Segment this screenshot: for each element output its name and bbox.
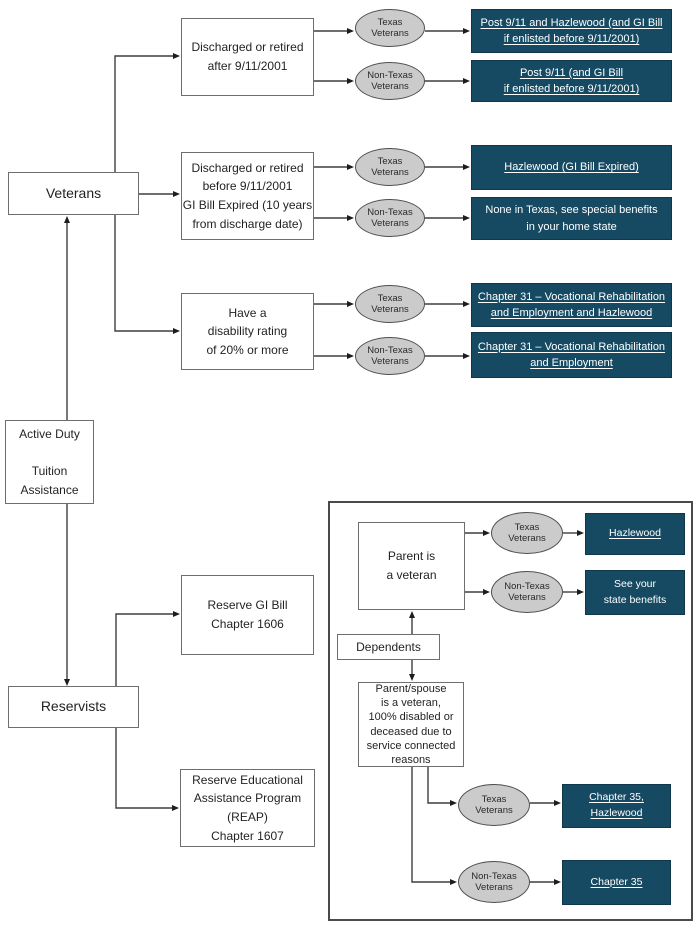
non-texas-veterans-oval: Non-Texas Veterans <box>355 199 425 237</box>
parent-is-veteran-box: Parent is a veteran <box>358 522 465 610</box>
condition-disability-rating-box: Have a disability rating of 20% or more <box>181 293 314 370</box>
result-chapter35-hazlewood-link[interactable]: Chapter 35, Hazlewood <box>562 784 671 828</box>
active-duty-tuition-assistance-box: Active Duty Tuition Assistance <box>5 420 94 504</box>
condition-discharged-before-911-box: Discharged or retired before 9/11/2001 G… <box>181 152 314 240</box>
parent-spouse-disabled-box: Parent/spouse is a veteran, 100% disable… <box>358 682 464 767</box>
result-post911-link[interactable]: Post 9/11 (and GI Bill if enlisted befor… <box>471 60 672 102</box>
reap-box: Reserve Educational Assistance Program (… <box>180 769 315 847</box>
result-chapter31-link[interactable]: Chapter 31 – Vocational Rehabilitation a… <box>471 332 672 378</box>
dependents-group-box <box>328 501 693 921</box>
reservists-box: Reservists <box>8 686 139 728</box>
non-texas-veterans-oval: Non-Texas Veterans <box>458 861 530 903</box>
result-state-benefits-box: See your state benefits <box>585 570 685 615</box>
non-texas-veterans-oval: Non-Texas Veterans <box>355 62 425 100</box>
non-texas-veterans-oval: Non-Texas Veterans <box>355 337 425 375</box>
texas-veterans-oval: Texas Veterans <box>355 285 425 323</box>
texas-veterans-oval: Texas Veterans <box>355 9 425 47</box>
result-none-in-texas-box: None in Texas, see special benefits in y… <box>471 197 672 240</box>
texas-veterans-oval: Texas Veterans <box>355 148 425 186</box>
result-hazlewood-expired-link[interactable]: Hazlewood (GI Bill Expired) <box>471 145 672 190</box>
result-hazlewood-link[interactable]: Hazlewood <box>585 513 685 555</box>
result-chapter31-hazlewood-link[interactable]: Chapter 31 – Vocational Rehabilitation a… <box>471 283 672 327</box>
texas-veterans-oval: Texas Veterans <box>458 784 530 826</box>
result-chapter35-link[interactable]: Chapter 35 <box>562 860 671 905</box>
result-post911-hazlewood-link[interactable]: Post 9/11 and Hazlewood (and GI Bill if … <box>471 9 672 53</box>
veterans-box: Veterans <box>8 172 139 215</box>
condition-discharged-after-911-box: Discharged or retired after 9/11/2001 <box>181 18 314 96</box>
texas-veterans-oval: Texas Veterans <box>491 512 563 554</box>
dependents-box: Dependents <box>337 634 440 660</box>
non-texas-veterans-oval: Non-Texas Veterans <box>491 571 563 613</box>
reserve-gi-bill-box: Reserve GI Bill Chapter 1606 <box>181 575 314 655</box>
